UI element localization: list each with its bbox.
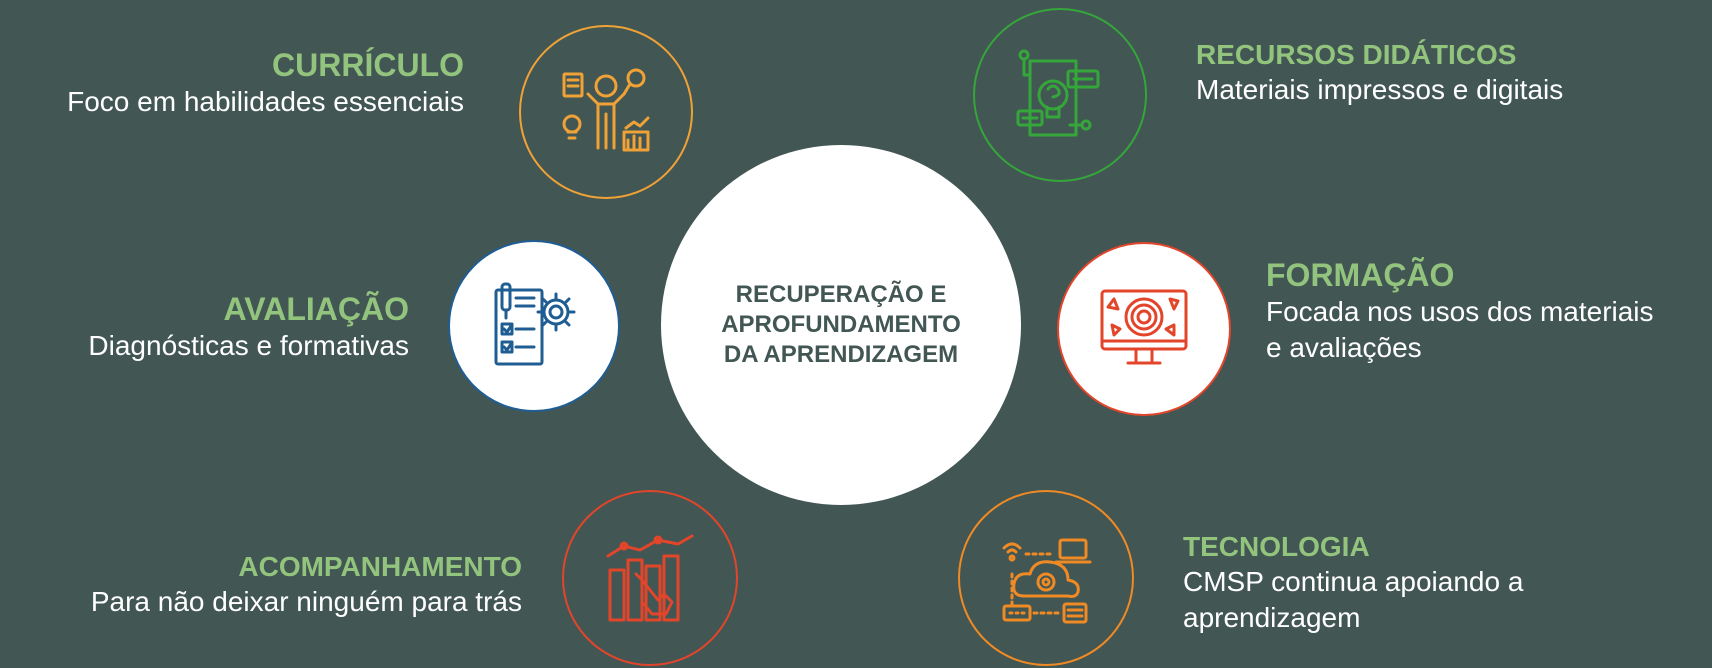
- learning-resources-icon: [1016, 49, 1100, 137]
- formacao-description: Focada nos usos dos materiais e avaliaçõ…: [1266, 296, 1654, 363]
- curriculo-description: Foco em habilidades essenciais: [67, 86, 464, 117]
- center-title: RECUPERAÇÃO E APROFUNDAMENTO DA APRENDIZ…: [721, 281, 961, 368]
- monitoring-chart-icon: [606, 534, 694, 622]
- recursos-description: Materiais impressos e digitais: [1196, 74, 1564, 105]
- recursos-title: RECURSOS DIDÁTICOS: [1196, 39, 1517, 70]
- avaliacao-ring: [448, 240, 620, 412]
- evaluation-checklist-icon: [494, 282, 576, 366]
- tecnologia-title: TECNOLOGIA: [1183, 531, 1370, 562]
- formacao-ring: [1057, 242, 1231, 416]
- curriculo-label: CURRÍCULO Foco em habilidades essenciais: [67, 46, 464, 120]
- avaliacao-label: AVALIAÇÃO Diagnósticas e formativas: [88, 290, 409, 364]
- tecnologia-label: TECNOLOGIA CMSP continua apoiando a apre…: [1183, 530, 1523, 636]
- curriculo-ring: [519, 25, 693, 199]
- avaliacao-title: AVALIAÇÃO: [223, 291, 409, 327]
- training-monitor-icon: [1100, 289, 1188, 365]
- acompanhamento-title: ACOMPANHAMENTO: [238, 551, 522, 582]
- curriculum-person-icon: [562, 68, 650, 152]
- formacao-label: FORMAÇÃO Focada nos usos dos materiais e…: [1266, 256, 1654, 366]
- avaliacao-description: Diagnósticas e formativas: [88, 330, 409, 361]
- tecnologia-ring: [958, 490, 1134, 666]
- tecnologia-description: CMSP continua apoiando a aprendizagem: [1183, 566, 1524, 633]
- acompanhamento-description: Para não deixar ninguém para trás: [90, 586, 522, 617]
- acompanhamento-ring: [562, 490, 738, 666]
- curriculo-title: CURRÍCULO: [272, 47, 464, 83]
- recursos-ring: [973, 8, 1147, 182]
- technology-cloud-icon: [1002, 538, 1092, 624]
- formacao-title: FORMAÇÃO: [1266, 257, 1455, 293]
- recursos-label: RECURSOS DIDÁTICOS Materiais impressos e…: [1196, 38, 1563, 108]
- center-circle: RECUPERAÇÃO E APROFUNDAMENTO DA APRENDIZ…: [661, 145, 1021, 505]
- acompanhamento-label: ACOMPANHAMENTO Para não deixar ninguém p…: [91, 550, 522, 620]
